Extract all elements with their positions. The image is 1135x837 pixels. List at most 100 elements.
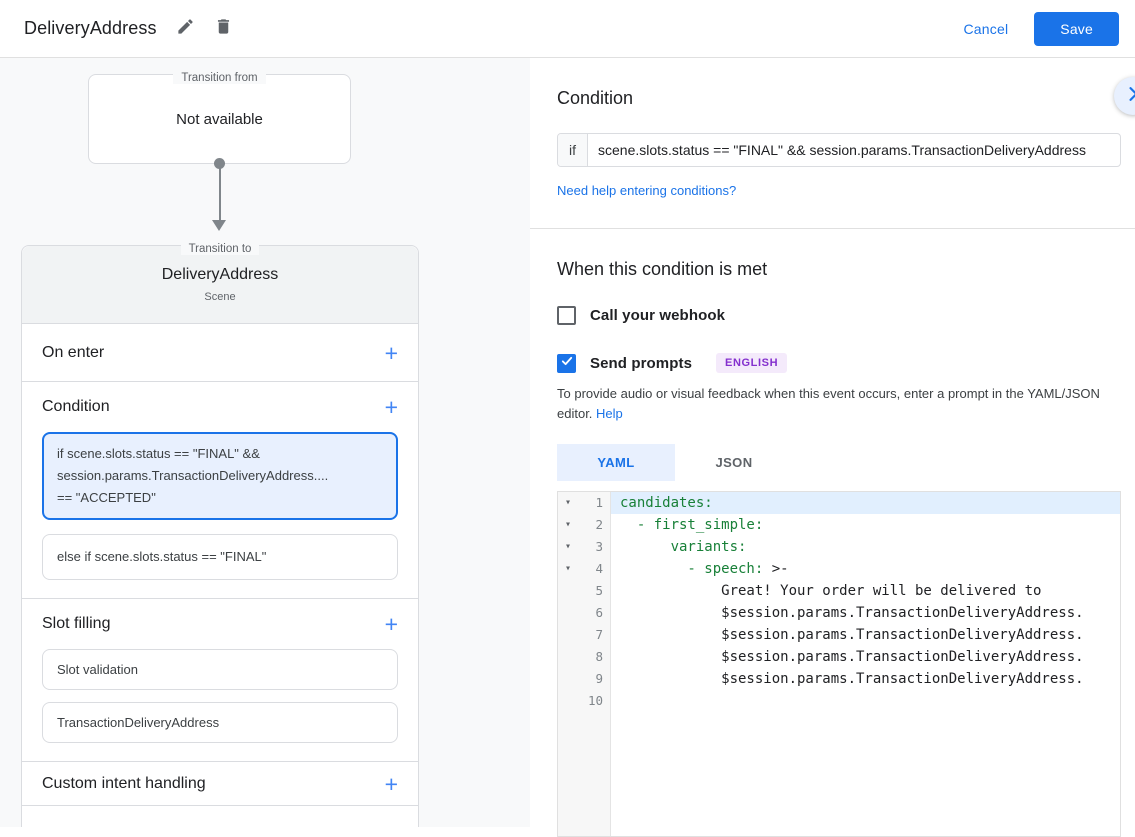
arrow-head-icon <box>212 220 226 231</box>
slot-validation-card[interactable]: Slot validation <box>42 649 398 690</box>
page-title: DeliveryAddress <box>24 18 157 38</box>
code-text[interactable]: - first_simple: <box>620 517 764 533</box>
code-line: ▾ 2 - first_simple: <box>558 514 1120 536</box>
code-line: 7 $session.params.TransactionDeliveryAdd… <box>558 624 1120 646</box>
fold-arrow-icon[interactable]: ▾ <box>564 497 572 508</box>
add-slot-icon[interactable]: + <box>384 611 398 637</box>
language-badge: ENGLISH <box>716 353 788 373</box>
condition-card-selected[interactable]: if scene.slots.status == "FINAL" && sess… <box>42 432 398 520</box>
line-number: 8 <box>595 649 603 664</box>
add-on-enter-icon[interactable]: + <box>384 339 398 366</box>
yaml-code-editor[interactable]: ▾ 1 candidates: ▾ 2 - first_simple: ▾3 varian… <box>557 491 1121 837</box>
arrow-dot <box>214 158 225 169</box>
code-line: ▾4 - speech: >- <box>558 558 1120 580</box>
editor-tabs: YAML JSON <box>557 444 1135 481</box>
fold-arrow-icon[interactable]: ▾ <box>564 541 572 552</box>
fold-arrow-icon <box>558 602 578 624</box>
scene-type-label: Scene <box>204 291 236 303</box>
slot-transaction-card[interactable]: TransactionDeliveryAddress <box>42 702 398 743</box>
line-number: 6 <box>595 605 603 620</box>
checkmark-icon <box>560 354 574 373</box>
condition-text-line: else if scene.slots.status == "FINAL" <box>57 549 267 564</box>
collapse-panel-button[interactable] <box>1114 77 1135 115</box>
code-line: 8 $session.params.TransactionDeliveryAdd… <box>558 646 1120 668</box>
line-number: 7 <box>595 627 603 642</box>
code-text[interactable]: Great! Your order will be delivered to <box>620 583 1042 599</box>
add-condition-icon[interactable]: + <box>384 394 398 420</box>
scene-card-header[interactable]: Transition to DeliveryAddress Scene <box>22 243 418 324</box>
section-on-enter[interactable]: On enter + <box>22 324 418 382</box>
line-number: 1 <box>595 495 603 510</box>
condition-expression-field: if scene.slots.status == "FINAL" && sess… <box>557 133 1121 167</box>
code-line: 10 <box>558 690 1120 712</box>
condition-label: Condition <box>42 398 110 415</box>
fold-arrow-icon <box>558 646 578 668</box>
tab-json[interactable]: JSON <box>715 455 753 470</box>
slot-filling-label: Slot filling <box>42 615 111 632</box>
line-number: 2 <box>595 517 603 532</box>
edit-title-button[interactable] <box>175 18 197 40</box>
condition-text-line: == "ACCEPTED" <box>57 490 156 505</box>
section-slot-filling: Slot filling + Slot validation Transacti… <box>22 599 418 762</box>
transition-from-box[interactable]: Transition from Not available <box>88 72 351 164</box>
code-text[interactable]: $session.params.TransactionDeliveryAddre… <box>620 627 1084 643</box>
add-custom-intent-icon[interactable]: + <box>384 770 398 797</box>
condition-text-line: session.params.TransactionDeliveryAddres… <box>57 468 329 483</box>
fold-arrow-icon <box>558 690 578 712</box>
condition-expression-input[interactable]: scene.slots.status == "FINAL" && session… <box>598 142 1086 158</box>
code-line: 9 $session.params.TransactionDeliveryAdd… <box>558 668 1120 690</box>
prompts-description: To provide audio or visual feedback when… <box>557 384 1129 424</box>
code-text[interactable]: $session.params.TransactionDeliveryAddre… <box>620 605 1084 621</box>
delete-scene-button[interactable] <box>213 18 235 40</box>
code-line: ▾ 1 candidates: <box>558 492 1120 514</box>
section-custom-intent[interactable]: Custom intent handling + <box>22 762 418 806</box>
code-text[interactable]: candidates: <box>611 492 1120 514</box>
transition-from-value: Not available <box>176 110 263 128</box>
code-text[interactable]: variants: <box>620 539 747 555</box>
cancel-button[interactable]: Cancel <box>963 20 1009 37</box>
description-text: To provide audio or visual feedback when… <box>557 386 1100 421</box>
condition-heading: Condition <box>557 88 634 108</box>
code-line: 5 Great! Your order will be delivered to <box>558 580 1120 602</box>
section-condition: Condition + if scene.slots.status == "FI… <box>22 382 418 599</box>
custom-intent-label: Custom intent handling <box>42 774 206 792</box>
condition-help-link[interactable]: Need help entering conditions? <box>557 183 737 198</box>
code-text[interactable] <box>611 690 1120 712</box>
arrow-line <box>218 164 221 222</box>
divider <box>530 228 1135 229</box>
on-enter-label: On enter <box>42 343 105 361</box>
transition-to-legend: Transition to <box>22 239 418 257</box>
transition-from-legend: Transition from <box>89 68 350 86</box>
code-text[interactable]: $session.params.TransactionDeliveryAddre… <box>620 671 1084 687</box>
if-prefix-label: if <box>558 134 588 166</box>
chevron-right-icon <box>1123 84 1135 109</box>
code-text[interactable]: $session.params.TransactionDeliveryAddre… <box>620 649 1084 665</box>
webhook-row: Call your webhook <box>557 306 1135 325</box>
fold-arrow-icon[interactable]: ▾ <box>564 519 572 530</box>
code-line: ▾3 variants: <box>558 536 1120 558</box>
fold-arrow-icon[interactable]: ▾ <box>564 563 572 574</box>
top-bar: DeliveryAddress Cancel Save <box>0 0 1135 58</box>
help-link[interactable]: Help <box>596 406 623 421</box>
send-prompts-checkbox[interactable] <box>557 353 576 373</box>
condition-text-line: if scene.slots.status == "FINAL" && <box>57 446 260 461</box>
fold-arrow-icon <box>558 624 578 646</box>
trash-icon <box>214 17 233 41</box>
condition-card-else[interactable]: else if scene.slots.status == "FINAL" <box>42 534 398 580</box>
condition-met-heading: When this condition is met <box>557 259 768 279</box>
line-number: 5 <box>595 583 603 598</box>
code-line: 6 $session.params.TransactionDeliveryAdd… <box>558 602 1120 624</box>
code-text[interactable]: - speech: >- <box>620 561 789 577</box>
send-prompts-label: Send prompts <box>590 354 693 372</box>
line-number: 10 <box>587 693 603 708</box>
line-number: 9 <box>595 671 603 686</box>
scene-graph-panel: Transition from Not available Transition… <box>0 58 530 827</box>
save-button[interactable]: Save <box>1034 11 1119 46</box>
fold-arrow-icon <box>558 580 578 602</box>
code-lines: ▾ 1 candidates: ▾ 2 - first_simple: ▾3 varian… <box>558 492 1120 712</box>
send-prompts-row: Send prompts ENGLISH <box>557 353 1135 373</box>
call-webhook-checkbox[interactable] <box>557 306 576 325</box>
tab-yaml[interactable]: YAML <box>557 444 675 481</box>
scene-name: DeliveryAddress <box>161 266 279 283</box>
condition-detail-panel: Condition if scene.slots.status == "FINA… <box>530 58 1135 837</box>
